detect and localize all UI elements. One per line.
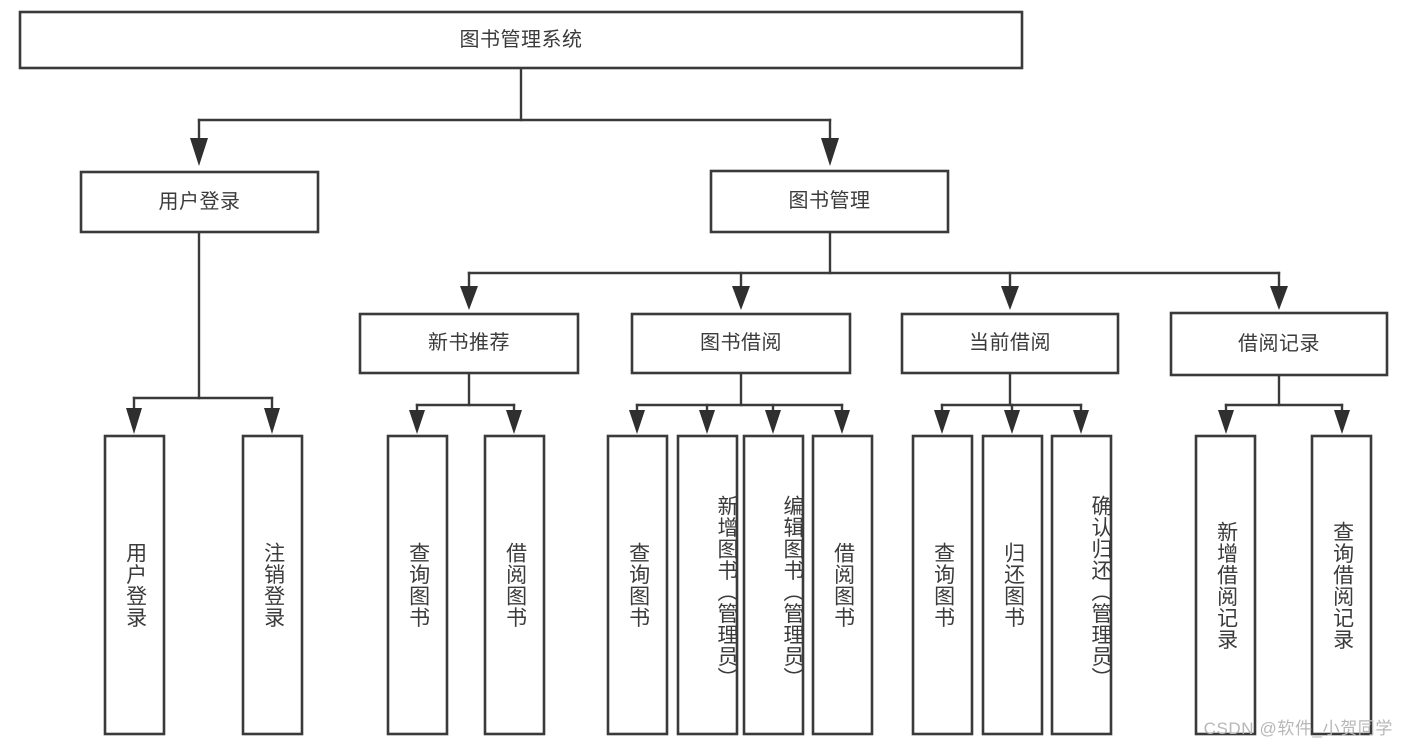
arrow-head-leaf-borrow-book-2 bbox=[834, 410, 850, 434]
arrow-head-leaf-logout bbox=[264, 408, 280, 434]
arrow-head-leaf-edit-book bbox=[765, 410, 781, 434]
arrow-head-leaf-query-book-2 bbox=[629, 410, 645, 434]
node-box-leaf-return-book[interactable] bbox=[981, 434, 1044, 736]
node-box-leaf-query-book-2[interactable] bbox=[606, 434, 669, 736]
arrow-head-leaf-user-login bbox=[126, 408, 142, 434]
node-box-leaf-user-login[interactable] bbox=[103, 434, 166, 736]
node-box-leaf-query-book-1[interactable] bbox=[386, 434, 449, 736]
node-box-leaf-borrow-book-1[interactable] bbox=[483, 434, 546, 736]
arrow-head-new-book-rec bbox=[460, 286, 478, 310]
arrow-head-book-borrow bbox=[732, 286, 750, 310]
node-box-borrow-record[interactable] bbox=[1169, 311, 1389, 377]
arrow-head-user-login bbox=[190, 138, 208, 166]
arrow-head-leaf-query-book-1 bbox=[409, 410, 425, 434]
node-box-leaf-logout[interactable] bbox=[241, 434, 304, 736]
connector-group-book-borrow bbox=[629, 371, 850, 434]
arrow-head-leaf-query-book-3 bbox=[934, 410, 950, 434]
node-box-leaf-confirm-return[interactable] bbox=[1050, 434, 1113, 736]
node-box-leaf-add-record[interactable] bbox=[1194, 434, 1257, 736]
arrow-head-leaf-return-book bbox=[1004, 410, 1020, 434]
node-box-leaf-query-record[interactable] bbox=[1310, 434, 1373, 736]
connector-group-user-login bbox=[126, 230, 280, 434]
connector-group-root bbox=[190, 66, 839, 166]
arrow-head-book-manage bbox=[821, 138, 839, 166]
connector-group-borrow-record bbox=[1218, 373, 1350, 434]
node-box-new-book-rec[interactable] bbox=[358, 312, 580, 375]
arrow-head-leaf-add-record bbox=[1218, 410, 1234, 434]
node-box-user-login[interactable] bbox=[79, 170, 320, 234]
arrow-head-leaf-borrow-book-1 bbox=[506, 410, 522, 434]
arrow-head-leaf-add-book bbox=[699, 410, 715, 434]
node-box-leaf-edit-book[interactable] bbox=[742, 434, 805, 736]
arrow-head-borrow-record bbox=[1270, 286, 1288, 310]
node-box-current-borrow[interactable] bbox=[900, 312, 1120, 375]
node-box-leaf-query-book-3[interactable] bbox=[911, 434, 974, 736]
node-box-book-borrow[interactable] bbox=[630, 312, 852, 375]
node-box-leaf-add-book[interactable] bbox=[676, 434, 739, 736]
connector-group-new-book-rec bbox=[409, 371, 522, 434]
arrow-head-current-borrow bbox=[1001, 286, 1019, 310]
node-box-leaf-borrow-book-2[interactable] bbox=[811, 434, 874, 736]
node-box-book-manage[interactable] bbox=[709, 169, 950, 234]
connector-group-book-manage bbox=[460, 230, 1288, 310]
arrow-head-leaf-query-record bbox=[1334, 410, 1350, 434]
node-box-root[interactable] bbox=[18, 10, 1024, 70]
connector-group-current-borrow bbox=[934, 371, 1089, 434]
arrow-head-leaf-confirm-return bbox=[1073, 410, 1089, 434]
